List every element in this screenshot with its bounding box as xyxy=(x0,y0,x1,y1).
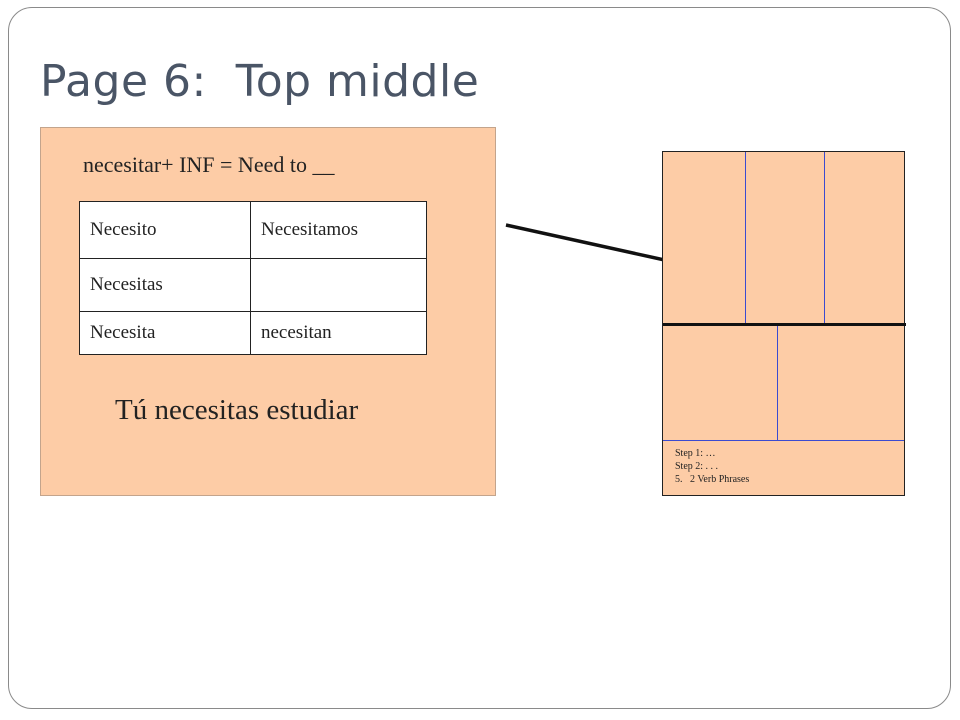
thumbnail-divider xyxy=(824,152,825,323)
formula-text: necesitar+ INF = Need to __ xyxy=(83,152,335,177)
thumbnail-middle-divider xyxy=(663,323,906,326)
table-row: Necesita necesitan xyxy=(79,311,427,355)
conjugation-table: Necesito Necesitamos Necesitas Necesita … xyxy=(79,201,427,355)
table-cell: Necesitamos xyxy=(250,201,427,259)
table-cell: Necesito xyxy=(79,201,251,259)
slide-title: Page 6: Top middle xyxy=(40,56,480,107)
table-cell xyxy=(250,258,427,312)
table-cell: Necesita xyxy=(79,311,251,355)
thumbnail-notes: Step 1: … Step 2: . . . 5. 2 Verb Phrase… xyxy=(675,447,749,486)
thumbnail-divider xyxy=(663,440,904,441)
thumbnail-note: Step 1: … xyxy=(675,448,716,459)
table-cell: necesitan xyxy=(250,311,427,355)
table-cell: Necesitas xyxy=(79,258,251,312)
example-sentence: Tú necesitas estudiar xyxy=(115,394,359,426)
thumbnail-note: Step 2: . . . xyxy=(675,461,719,472)
thumbnail-divider xyxy=(777,326,778,440)
thumbnail-note: 5. 2 Verb Phrases xyxy=(675,474,750,485)
thumbnail-divider xyxy=(745,152,746,323)
table-row: Necesitas xyxy=(79,258,427,312)
conjugation-panel: necesitar+ INF = Need to __ Necesito Nec… xyxy=(40,127,496,496)
page-thumbnail: Step 1: … Step 2: . . . 5. 2 Verb Phrase… xyxy=(662,151,906,496)
table-row: Necesito Necesitamos xyxy=(79,201,427,259)
